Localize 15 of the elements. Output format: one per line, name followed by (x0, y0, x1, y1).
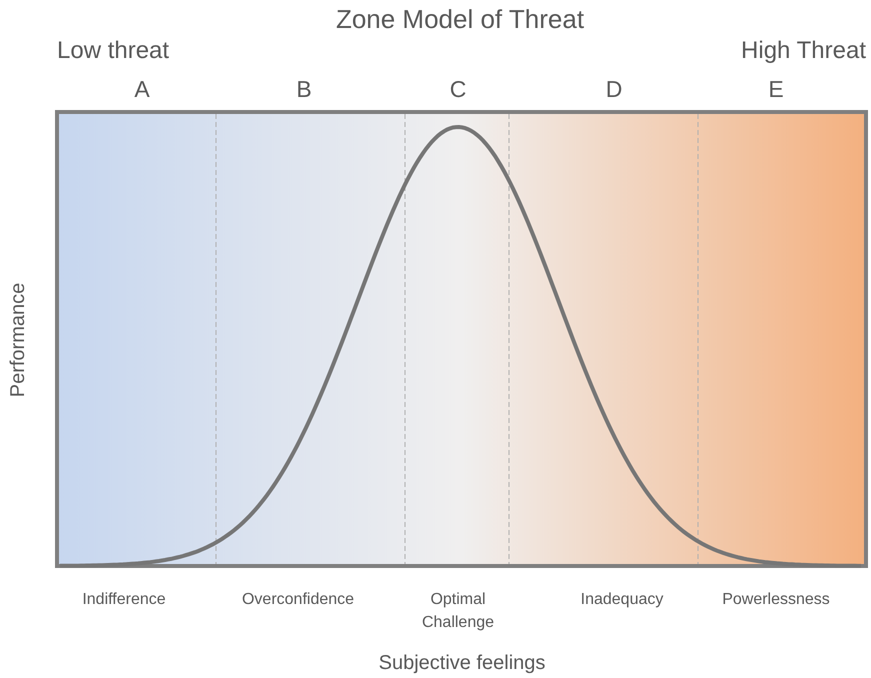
chart-title: Zone Model of Threat (334, 3, 586, 35)
threat-level-label: Low threat (57, 36, 170, 66)
zone-feeling-label: Overconfidence (240, 590, 356, 610)
zone-feeling-label: Optimal Challenge (420, 590, 496, 633)
axis-title: Performance (6, 282, 30, 400)
zone-feeling-label: Inadequacy (580, 590, 664, 610)
axis-title: Subjective feelings (378, 651, 546, 676)
zone-letter: C (448, 75, 468, 104)
zone-letter: D (604, 75, 624, 104)
threat-level-label: High Threat (741, 36, 866, 66)
zone-letter: E (767, 75, 785, 104)
zone-letter: A (133, 75, 151, 104)
zone-feeling-label: Indifference (81, 590, 167, 610)
zone-feeling-label: Powerlessness (721, 590, 831, 610)
zone-letter: B (295, 75, 313, 104)
